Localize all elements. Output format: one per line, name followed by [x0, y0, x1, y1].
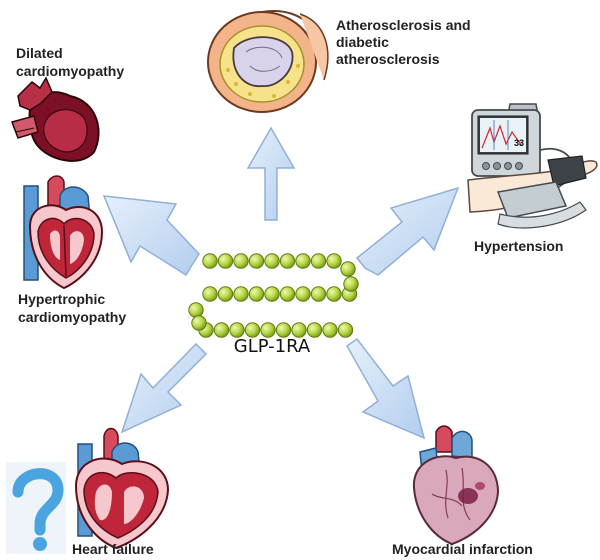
monitor-reading: 33	[514, 138, 524, 148]
peptide-bead	[233, 286, 249, 302]
peptide-bead	[248, 286, 265, 302]
peptide-bead	[306, 322, 323, 338]
peptide-bead	[217, 253, 234, 269]
peptide-bead	[217, 286, 234, 302]
peptide-bead	[326, 286, 342, 302]
peptide-bead	[322, 322, 338, 338]
peptide-bead	[260, 322, 276, 338]
atherosclerosis-label-line1: Atherosclerosis and	[336, 17, 471, 33]
peptide-bead	[202, 253, 218, 269]
failing-heart-icon	[74, 427, 170, 550]
peptide-bead	[291, 322, 307, 338]
peptide-bead	[340, 261, 356, 277]
atherosclerosis-label-line2: diabetic	[336, 34, 389, 50]
dilated-label-line2: cardiomyopathy	[16, 63, 124, 79]
atherosclerosis-label-line3: atherosclerosis	[336, 51, 440, 67]
hypertrophic-label-line2: cardiomyopathy	[18, 309, 126, 325]
arrow-to-hypertension	[355, 186, 460, 276]
hypertension-label: Hypertension	[474, 238, 563, 254]
heart-failure-label: Heart failure	[72, 541, 154, 557]
peptide-bead	[188, 302, 204, 318]
peptide-bead	[248, 253, 265, 269]
peptide-bead	[264, 253, 280, 269]
glp1ra-peptide-chain	[188, 253, 359, 338]
arrow-to-myocardial-infarction	[346, 337, 426, 440]
peptide-bead	[337, 322, 354, 338]
peptide-bead	[264, 286, 280, 302]
dilated-label-line1: Dilated	[16, 45, 63, 61]
peptide-bead	[326, 253, 342, 269]
peptide-bead	[310, 286, 327, 302]
blood-pressure-monitor-icon: 33	[467, 103, 598, 229]
peptide-bead	[279, 253, 296, 269]
peptide-bead	[295, 253, 311, 269]
arrow-to-heart-failure	[120, 342, 208, 434]
peptide-bead	[191, 315, 207, 331]
peptide-bead	[343, 276, 359, 292]
infarcted-heart-icon	[412, 425, 500, 546]
peptide-bead	[244, 322, 261, 338]
peptide-bead	[310, 253, 327, 269]
peptide-bead	[213, 322, 230, 338]
hypertrophic-label-line1: Hypertrophic	[18, 291, 105, 307]
myocardial-infarction-label: Myocardial infarction	[392, 541, 533, 557]
peptide-bead	[279, 286, 296, 302]
peptide-bead	[295, 286, 311, 302]
question-mark-icon	[6, 462, 66, 554]
peptide-bead	[233, 253, 249, 269]
center-label: GLP-1RA	[234, 336, 311, 357]
arrow-to-atherosclerosis	[246, 126, 296, 221]
hypertrophic-heart-icon	[23, 175, 104, 290]
dilated-heart-icon	[11, 76, 100, 162]
peptide-bead	[275, 322, 292, 338]
artery-cross-section-icon	[207, 10, 329, 113]
peptide-bead	[202, 286, 218, 302]
peptide-bead	[229, 322, 245, 338]
arrow-to-cardiomyopathy	[102, 195, 200, 277]
